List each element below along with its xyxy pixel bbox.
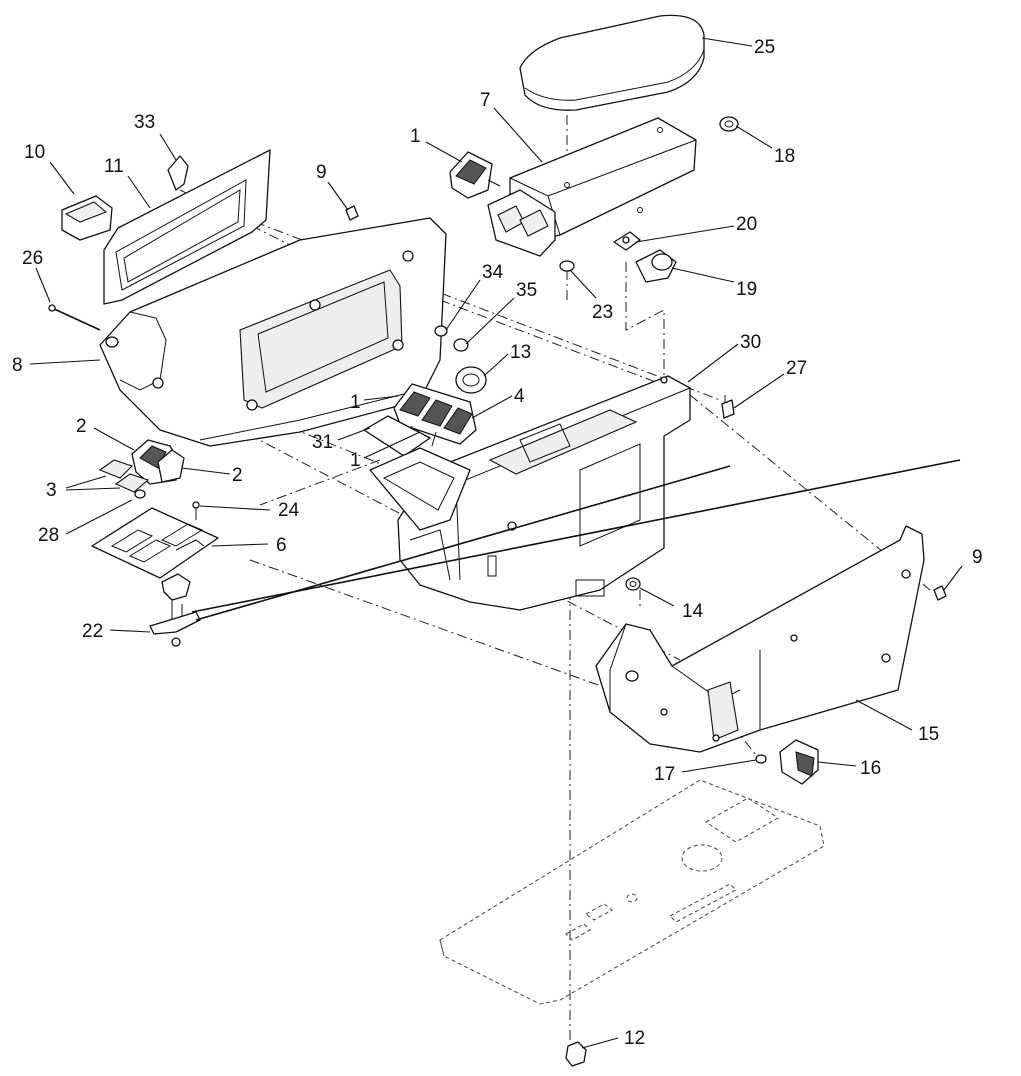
callout-24: 24 [278, 500, 300, 521]
leader-lines [29, 37, 963, 1049]
callout-1-mid: 1 [350, 392, 361, 413]
left-side-cover-part-8 [99, 217, 447, 447]
callout-2-upper: 2 [76, 416, 87, 437]
fastener-part-14 [625, 577, 641, 591]
center-bracket-part-30 [397, 375, 691, 611]
callout-34: 34 [482, 262, 504, 283]
washer-part-34 [434, 325, 448, 337]
right-side-cover-part-15 [595, 525, 925, 753]
base-plate-phantom [439, 779, 825, 1005]
power-port-part-19 [635, 249, 677, 283]
callout-1-top: 1 [410, 126, 421, 147]
callout-19: 19 [736, 279, 757, 300]
callout-23: 23 [592, 302, 613, 323]
switch-group-parts-1-4 [393, 383, 477, 447]
power-outlet-part-16 [779, 739, 819, 785]
screw-part-9-lower [933, 585, 947, 601]
callout-30: 30 [740, 332, 761, 353]
connector-part-10 [61, 195, 113, 241]
nut-part-35 [453, 338, 469, 352]
screw-part-27 [721, 399, 735, 419]
callout-labels: 25 7 18 1 33 10 11 9 20 19 26 34 35 23 3… [12, 37, 983, 1049]
callout-13: 13 [510, 342, 531, 363]
callout-10: 10 [24, 142, 45, 163]
callout-2-lower: 2 [232, 465, 243, 486]
callout-7: 7 [480, 90, 491, 111]
callout-11: 11 [104, 156, 124, 177]
callout-6: 6 [276, 535, 287, 556]
callout-9-lower: 9 [972, 547, 983, 568]
callout-4: 4 [514, 386, 525, 407]
latch-part-33 [167, 155, 189, 191]
switch-plate-part-6 [91, 507, 219, 579]
bolt-part-12 [565, 1041, 587, 1067]
grommet-part-23 [559, 260, 575, 272]
rocker-switch-part-2 [131, 439, 185, 485]
callout-28: 28 [38, 525, 59, 546]
callout-20: 20 [736, 214, 757, 235]
callout-33: 33 [134, 112, 155, 133]
callout-22: 22 [82, 621, 103, 642]
screw-part-24 [192, 501, 200, 520]
access-cover-part-11 [103, 149, 271, 305]
grommet-part-18 [719, 116, 739, 132]
screw-part-26 [48, 304, 101, 331]
bezel-part-31 [363, 415, 431, 457]
callout-25: 25 [754, 37, 775, 58]
screw-part-9-upper [345, 205, 359, 221]
callout-27: 27 [786, 358, 807, 379]
callout-9-upper: 9 [316, 162, 327, 183]
callout-18: 18 [774, 146, 795, 167]
callout-35: 35 [516, 280, 537, 301]
callout-12: 12 [624, 1028, 645, 1049]
switch-cap-part-3 [98, 459, 150, 493]
callout-15: 15 [918, 724, 939, 745]
nut-part-17 [755, 754, 767, 764]
bushing-part-13 [455, 366, 487, 394]
armrest-pad-part-25 [519, 14, 705, 111]
callout-31: 31 [312, 432, 333, 453]
switch-plate-assembly [369, 447, 471, 531]
callout-8: 8 [12, 355, 23, 376]
lever-part-22 [149, 573, 201, 647]
callout-1-low: 1 [350, 450, 361, 471]
armrest-housing-part-7 [487, 117, 697, 257]
knob-part-28 [134, 489, 146, 499]
callout-17: 17 [654, 764, 675, 785]
callout-16: 16 [860, 758, 881, 779]
rocker-switch-part-1-top [449, 151, 501, 199]
control-rods [191, 459, 961, 621]
callout-3: 3 [46, 480, 57, 501]
callout-26: 26 [22, 248, 43, 269]
clip-part-20 [613, 231, 641, 251]
callout-14: 14 [682, 601, 704, 622]
